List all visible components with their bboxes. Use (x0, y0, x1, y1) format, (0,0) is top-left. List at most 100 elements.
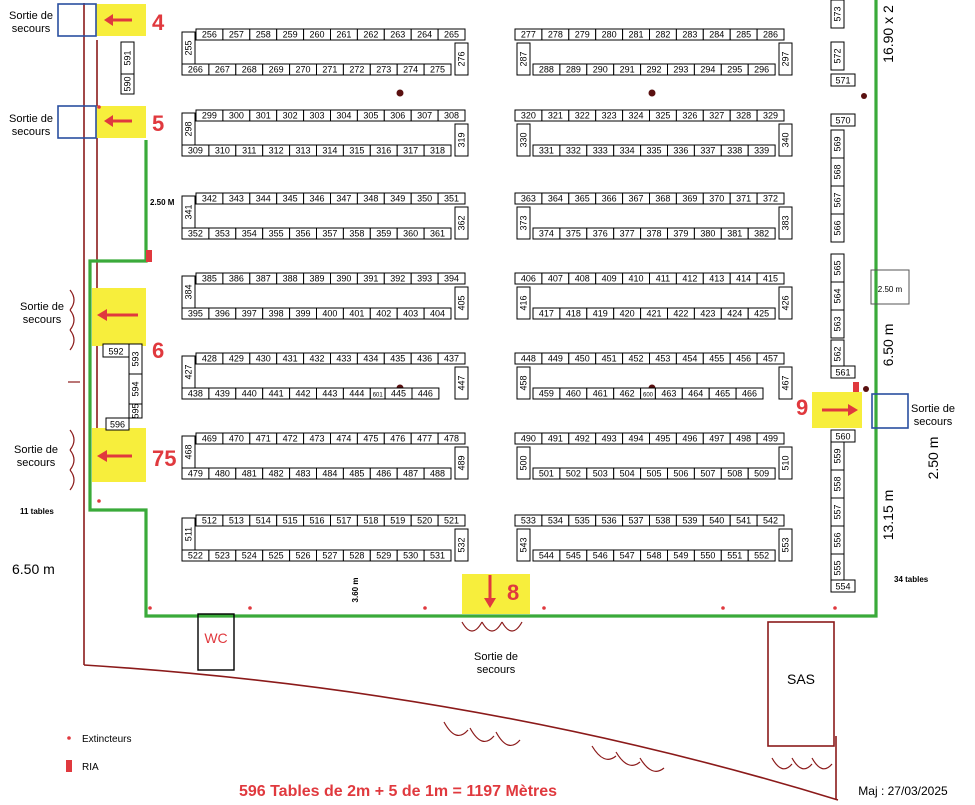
table-number: 396 (215, 309, 230, 319)
table: 272 (342, 63, 371, 76)
table: 509 (747, 467, 776, 480)
table: 347 (330, 192, 358, 205)
table-number: 297 (781, 51, 791, 66)
table-number: 390 (336, 274, 351, 284)
table: 296 (747, 63, 776, 76)
table: 335 (640, 144, 668, 157)
sas-label: SAS (787, 671, 815, 687)
table: 312 (262, 144, 291, 157)
table-number: 357 (322, 229, 337, 239)
table-number: 550 (700, 551, 715, 561)
table-number: 334 (620, 146, 635, 156)
table-number: 423 (700, 309, 715, 319)
table-number: 564 (833, 288, 843, 303)
table-number: 551 (727, 551, 742, 561)
table: 540 (702, 514, 731, 527)
table: 554 (830, 579, 856, 593)
table: 533 (514, 514, 543, 527)
table: 468 (181, 435, 196, 469)
table: 546 (586, 549, 615, 562)
table-number: 326 (682, 111, 697, 121)
table: 502 (559, 467, 588, 480)
table: 297 (778, 42, 793, 76)
table: 443 (316, 387, 344, 400)
table: 516 (303, 514, 332, 527)
table-number: 435 (390, 354, 405, 364)
svg-text:secours: secours (17, 457, 56, 469)
table: 336 (667, 144, 695, 157)
table-number: 262 (363, 30, 378, 40)
table: 411 (649, 272, 677, 285)
table-number: 503 (593, 469, 608, 479)
table: 255 (181, 31, 196, 65)
table: 453 (649, 352, 677, 365)
table: 590 (120, 73, 135, 95)
table: 259 (276, 28, 305, 41)
table: 381 (720, 227, 749, 240)
table: 591 (120, 41, 135, 75)
table: 531 (423, 549, 452, 562)
table-number: 544 (539, 551, 554, 561)
table: 462 (613, 387, 642, 400)
table: 500 (516, 446, 531, 480)
table-number: 489 (457, 455, 467, 470)
table: 380 (693, 227, 722, 240)
table-number: 501 (539, 469, 554, 479)
table: 447 (454, 366, 469, 400)
table-number: 399 (296, 309, 311, 319)
table: 457 (756, 352, 785, 365)
table: 495 (649, 432, 677, 445)
table: 439 (208, 387, 237, 400)
table-number: 301 (256, 111, 271, 121)
table: 343 (222, 192, 251, 205)
table: 399 (289, 307, 318, 320)
svg-text:secours: secours (12, 23, 51, 35)
table-number: 431 (283, 354, 298, 364)
table-number: 560 (835, 432, 850, 442)
table: 308 (437, 109, 466, 122)
table-number: 463 (661, 389, 676, 399)
table: 551 (720, 549, 749, 562)
count-right: 34 tables (894, 575, 929, 584)
table-number: 255 (184, 40, 194, 55)
table-number: 395 (188, 309, 203, 319)
table: 306 (383, 109, 412, 122)
table: 556 (830, 525, 845, 555)
table-number: 539 (682, 516, 697, 526)
table: 494 (622, 432, 650, 445)
table: 317 (396, 144, 425, 157)
table: 346 (303, 192, 332, 205)
table: 358 (342, 227, 371, 240)
table: 329 (756, 109, 785, 122)
table-number: 389 (310, 274, 325, 284)
table-number: 309 (188, 146, 203, 156)
table-number: 534 (548, 516, 563, 526)
table: 391 (356, 272, 385, 285)
table: 422 (667, 307, 695, 320)
table-number: 359 (376, 229, 391, 239)
table: 426 (778, 286, 793, 320)
exit-number-4: 4 (152, 10, 165, 35)
table: 319 (454, 123, 469, 157)
table: 354 (235, 227, 264, 240)
table: 527 (316, 549, 344, 562)
table-number: 331 (539, 146, 554, 156)
table-number: 468 (184, 444, 194, 459)
table: 507 (693, 467, 722, 480)
table-number: 446 (418, 389, 433, 399)
table: 260 (303, 28, 332, 41)
table: 451 (595, 352, 624, 365)
table: 487 (396, 467, 425, 480)
table: 481 (235, 467, 264, 480)
table-number: 424 (727, 309, 742, 319)
table-number: 536 (602, 516, 617, 526)
table: 309 (181, 144, 210, 157)
table-number: 428 (202, 354, 217, 364)
table: 538 (649, 514, 677, 527)
table: 382 (747, 227, 776, 240)
table: 543 (516, 528, 531, 562)
table: 569 (830, 129, 845, 159)
table: 307 (410, 109, 439, 122)
table-number: 530 (403, 551, 418, 561)
